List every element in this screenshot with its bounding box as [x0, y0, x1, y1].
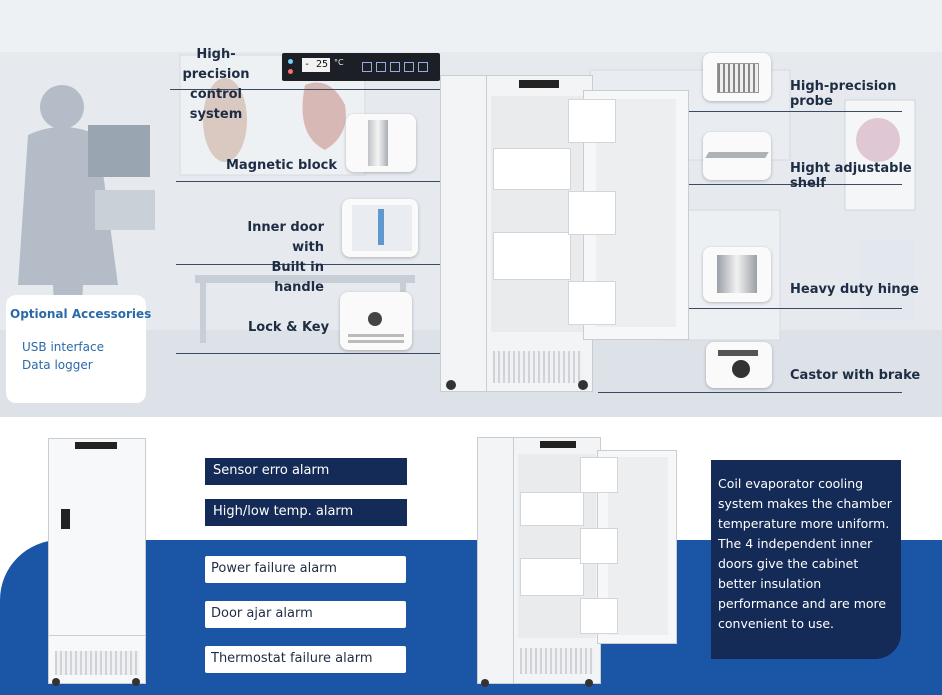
info-box: Coil evaporator cooling system makes the… [711, 460, 901, 659]
vent-grille [520, 648, 594, 674]
alarm-item: Power failure alarm [205, 556, 406, 583]
accessories-title: Optional Accessories [10, 307, 152, 321]
connector-line-control [170, 89, 440, 90]
lock-key-thumbnail [340, 292, 412, 350]
button-icon[interactable] [376, 62, 386, 72]
control-buttons [362, 62, 432, 72]
button-icon[interactable] [362, 62, 372, 72]
freezer-display [519, 80, 559, 88]
inner-door-thumbnail [342, 199, 418, 257]
castor-wheel [481, 679, 489, 687]
connector-line-hinge [686, 308, 902, 309]
hero-scene: High-precision control system Magnetic b… [0, 0, 942, 417]
castor-wheel [578, 380, 588, 390]
inner-door [580, 598, 618, 634]
castor-thumbnail [706, 342, 772, 388]
accessory-item: Data logger [22, 358, 93, 372]
inner-door [580, 528, 618, 564]
alarm-item: Door ajar alarm [205, 601, 406, 628]
castor-wheel [446, 380, 456, 390]
connector-line-castor [598, 392, 902, 393]
vent-grille [493, 351, 583, 383]
feature-label-probe: High-precision probe [790, 79, 897, 109]
inner-door [568, 191, 616, 235]
alarm-item: High/low temp. alarm [205, 499, 407, 526]
connector-line-probe [686, 111, 902, 112]
inner-door [568, 281, 616, 325]
freezer-closed [48, 438, 146, 684]
shelf-thumbnail [703, 132, 771, 180]
castor-wheel [132, 678, 140, 686]
connector-line-magnetic [176, 181, 440, 182]
indicator-icon [288, 59, 293, 64]
inner-drawer [520, 558, 584, 596]
feature-label-control: High-precision control system [182, 47, 250, 122]
hinge-thumbnail [703, 247, 771, 302]
door-liner [608, 457, 668, 635]
temperature-readout: - 25 [302, 58, 330, 72]
inner-drawer [520, 492, 584, 526]
accessories-box [6, 295, 146, 403]
wall-band [0, 0, 942, 52]
feature-label-magnetic: Magnetic block [226, 158, 338, 173]
control-panel-display: - 25 °C [282, 53, 440, 81]
feature-label-shelf: Hight adjustable shelf [790, 161, 912, 191]
indicator-icon [288, 69, 293, 74]
accessory-item: USB interface [22, 340, 104, 354]
feature-label-inner-door: Inner door with Built in handle [247, 220, 324, 295]
vent-grille [55, 651, 139, 675]
info-text: Coil evaporator cooling system makes the… [718, 476, 892, 631]
inner-door [568, 99, 616, 143]
freezer-door-hinge-side [440, 75, 490, 392]
feature-label-hinge: Heavy duty hinge [790, 282, 919, 297]
temperature-unit: °C [334, 58, 344, 67]
alarm-item: Thermostat failure alarm [205, 646, 406, 673]
button-icon[interactable] [404, 62, 414, 72]
door-lock [61, 509, 70, 529]
connector-line-lock [176, 353, 440, 354]
feature-label-castor: Castor with brake [790, 368, 921, 383]
freezer-display [75, 442, 117, 449]
inner-drawer [493, 232, 571, 280]
magnetic-block-thumbnail [346, 114, 416, 172]
button-icon[interactable] [418, 62, 428, 72]
freezer-display [540, 441, 576, 448]
connector-line-shelf [686, 184, 902, 185]
feature-label-lock: Lock & Key [248, 320, 330, 335]
probe-thumbnail [703, 53, 771, 101]
button-icon[interactable] [390, 62, 400, 72]
castor-wheel [585, 679, 593, 687]
connector-line-inner-door [176, 264, 440, 265]
castor-wheel [52, 678, 60, 686]
inner-door [580, 457, 618, 493]
alarm-item: Sensor erro alarm [205, 458, 407, 485]
inner-drawer [493, 148, 571, 190]
